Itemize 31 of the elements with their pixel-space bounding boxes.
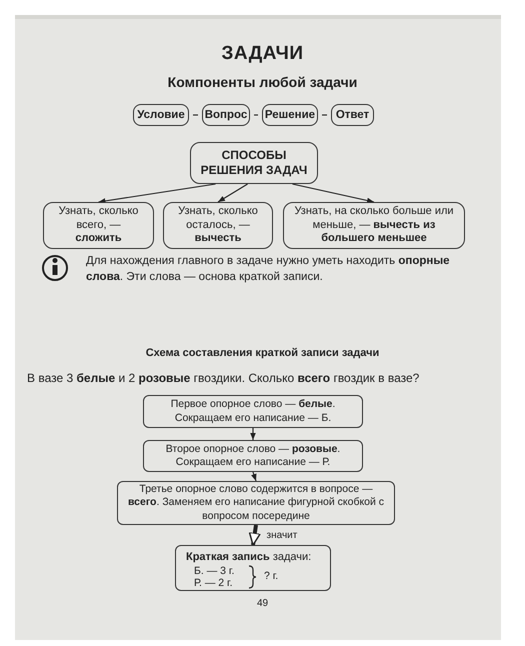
dash-connector bbox=[322, 114, 327, 116]
arrow bbox=[251, 472, 257, 482]
arrow bbox=[98, 183, 216, 204]
note-text: Для нахождения главного в задаче нужно уметь находить опорные слова. Эти слова — основа краткой записи. bbox=[86, 254, 451, 286]
section-heading: Схема составления краткой записи задачи bbox=[144, 346, 380, 361]
step-box: Второе опорное слово — розовые. Сокращаем его написание — Р. bbox=[143, 440, 363, 472]
arrow bbox=[292, 183, 374, 204]
component-pill: Ответ bbox=[331, 104, 374, 126]
method-box: Узнать, сколько осталось, — вычесть bbox=[163, 202, 273, 249]
arrow bbox=[250, 428, 256, 440]
dash-connector bbox=[254, 114, 258, 116]
component-pill: Вопрос bbox=[202, 104, 250, 126]
component-pill: Условие bbox=[133, 104, 189, 126]
dash-connector bbox=[193, 114, 198, 116]
arrow bbox=[218, 184, 248, 202]
method-box: Узнать, на сколько больше или меньше, — вычесть из большего меньшее bbox=[283, 202, 465, 249]
step-box: Третье опорное слово содержится в вопросе — всего. Заменяем его написание фигурной скобкой с вопросом посередине bbox=[117, 481, 395, 525]
page-number: 49 bbox=[256, 597, 270, 611]
arrow bbox=[248, 524, 261, 546]
subtitle: Компоненты любой задачи bbox=[166, 73, 358, 92]
title: ЗАДАЧИ bbox=[220, 42, 304, 66]
summary-box bbox=[175, 545, 331, 591]
component-pill: Решение bbox=[262, 104, 318, 126]
method-box: Узнать, сколько всего, — сложить bbox=[43, 202, 154, 249]
summary-line: Б. — 3 г. bbox=[194, 564, 234, 578]
summary-question: ? г. bbox=[264, 569, 278, 584]
methods-box: СПОСОБЫ РЕШЕНИЯ ЗАДАЧ bbox=[190, 142, 318, 184]
problem-text: В вазе 3 белые и 2 розовые гвоздики. Сколько всего гвоздик в вазе? bbox=[27, 370, 420, 387]
summary-line: Р. — 2 г. bbox=[194, 576, 232, 591]
summary-heading: Краткая запись задачи: bbox=[186, 550, 312, 565]
step-box: Первое опорное слово — белые. Сокращаем его написание — Б. bbox=[143, 395, 363, 428]
